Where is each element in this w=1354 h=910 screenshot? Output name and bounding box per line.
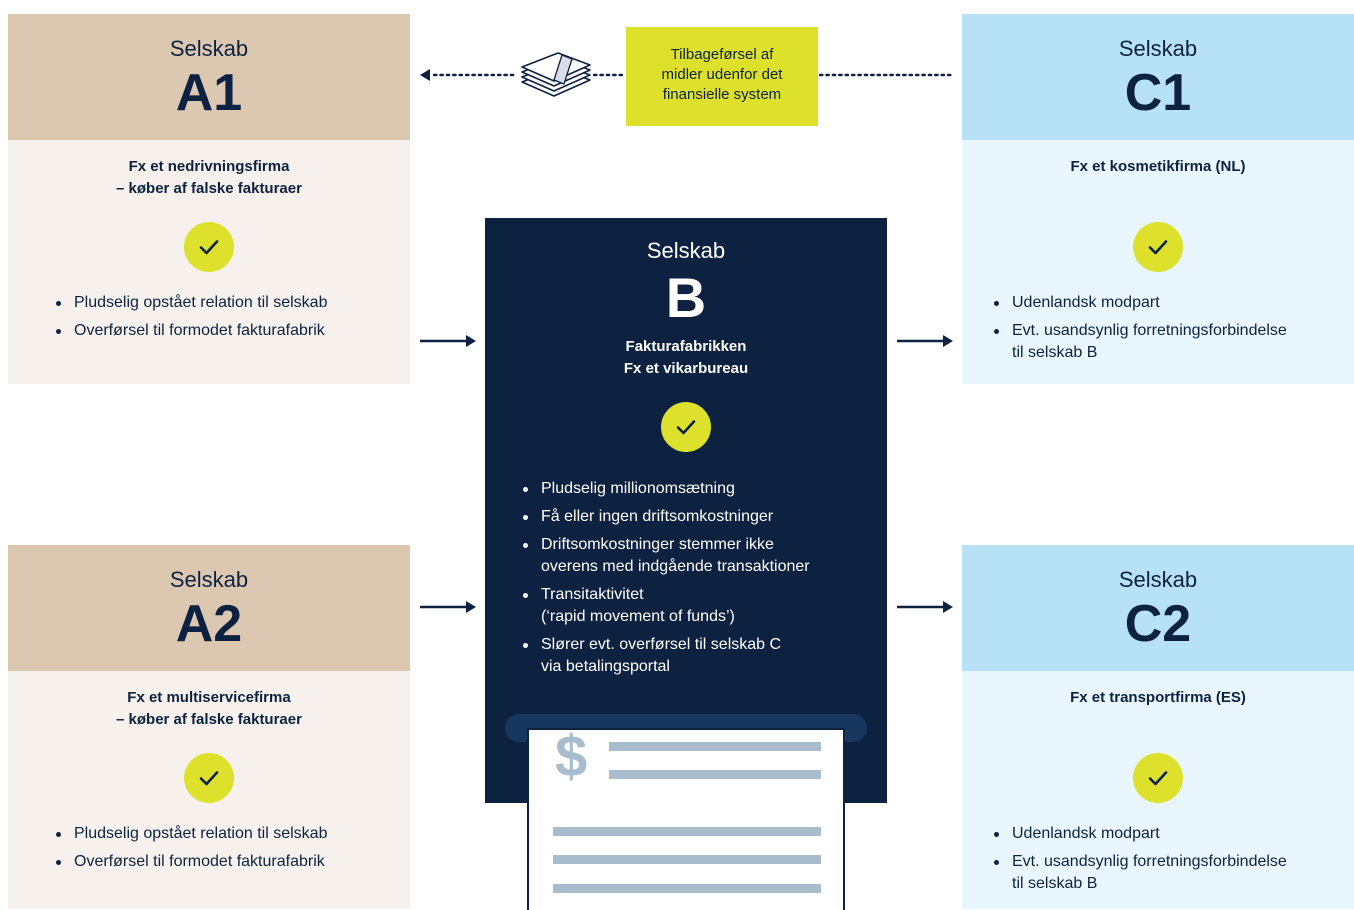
arrow-right-icon (897, 335, 953, 347)
card-selskab-b: Selskab B Fakturafabrikken Fx et vikarbu… (485, 218, 887, 803)
card-subtitle: Fakturafabrikken Fx et vikarbureau (485, 336, 887, 380)
bullet-list: Pludselig opstået relation til selskab O… (8, 823, 410, 873)
bullet-line: til selskab B (1012, 875, 1098, 892)
card-header: Selskab A2 (8, 545, 410, 671)
arrow-right-icon (420, 335, 476, 347)
check-icon (184, 753, 234, 803)
subtitle-line: Fx et vikarbureau (623, 360, 749, 377)
bullet-item: Udenlandsk modpart (992, 292, 1354, 314)
card-code: A1 (175, 64, 243, 122)
bullet-item: Pludselig opstået relation til selskab (54, 823, 410, 845)
bullet-line: Slører evt. overførsel til selskab C (541, 636, 782, 653)
check-icon (661, 402, 711, 452)
invoice-dollar-sign: $ (555, 730, 587, 789)
bullet-line: Transitaktivitet (541, 586, 644, 603)
bullet-item: Få eller ingen driftsomkostninger (521, 506, 887, 528)
card-header: Selskab C1 (962, 14, 1354, 140)
bullet-list: Udenlandsk modpart Evt. usandsynlig forr… (962, 823, 1354, 895)
bullet-item: Overførsel til formodet fakturafabrik (54, 851, 410, 873)
card-subtitle: Fx et transportfirma (ES) (962, 687, 1354, 709)
bullet-line: Udenlandsk modpart (1012, 825, 1160, 842)
bullet-item: Overførsel til formodet fakturafabrik (54, 320, 410, 342)
bullet-item: Pludselig millionomsætning (521, 478, 887, 500)
bullet-line: Få eller ingen driftsomkostninger (541, 508, 774, 525)
check-icon (1133, 222, 1183, 272)
reversal-note: Tilbageførsel af midler udenfor det fina… (626, 27, 818, 126)
card-word: Selskab (1118, 36, 1198, 61)
subtitle-line: Fx et nedrivningsfirma (128, 158, 290, 175)
note-line: finansielle system (662, 86, 782, 103)
subtitle-line: Fakturafabrikken (625, 338, 747, 355)
card-body: Fx et nedrivningsfirma – køber af falske… (8, 140, 410, 384)
arrow-right-icon (420, 601, 476, 613)
card-selskab-c1: Selskab C1 Fx et kosmetikfirma (NL) Uden… (962, 14, 1354, 384)
card-subtitle: Fx et kosmetikfirma (NL) (962, 156, 1354, 178)
dotted-return-arrow (420, 69, 954, 81)
bullet-list: Udenlandsk modpart Evt. usandsynlig forr… (962, 292, 1354, 364)
card-code: C2 (1124, 595, 1192, 653)
bullet-item: Driftsomkostninger stemmer ikke overens m… (521, 534, 887, 578)
subtitle-line: Fx et transportfirma (ES) (1070, 689, 1246, 706)
card-code: C1 (1124, 64, 1192, 122)
card-body: Fx et multiservicefirma – køber af falsk… (8, 671, 410, 909)
bullet-line: overens med indgående transaktioner (541, 558, 810, 575)
bullet-line: via betalingsportal (541, 658, 670, 675)
bullet-item: Udenlandsk modpart (992, 823, 1354, 845)
card-subtitle: Fx et nedrivningsfirma – køber af falske… (8, 156, 410, 200)
bullet-line: Driftsomkostninger stemmer ikke (541, 536, 774, 553)
cash-stack-icon (521, 52, 591, 97)
check-icon (184, 222, 234, 272)
check-icon (1133, 753, 1183, 803)
card-word: Selskab (169, 36, 249, 61)
card-code: B (665, 266, 707, 329)
bullet-line: Evt. usandsynlig forretningsforbindelse (1012, 322, 1287, 339)
card-subtitle: Fx et multiservicefirma – køber af falsk… (8, 687, 410, 731)
bullet-line: Evt. usandsynlig forretningsforbindelse (1012, 853, 1287, 870)
bullet-line: Pludselig millionomsætning (541, 480, 735, 497)
card-word: Selskab (1118, 567, 1198, 592)
subtitle-line: Fx et kosmetikfirma (NL) (1070, 158, 1246, 175)
subtitle-line: – køber af falske fakturaer (116, 180, 302, 197)
card-body: Fx et transportfirma (ES) Udenlandsk mod… (962, 671, 1354, 909)
card-word: Selskab (169, 567, 249, 592)
bullet-item: Slører evt. overførsel til selskab C via … (521, 634, 887, 678)
card-selskab-c2: Selskab C2 Fx et transportfirma (ES) Ude… (962, 545, 1354, 909)
bullet-list: Pludselig opstået relation til selskab O… (8, 292, 410, 342)
card-selskab-a1: Selskab A1 Fx et nedrivningsfirma – købe… (8, 14, 410, 384)
bullet-item: Pludselig opstået relation til selskab (54, 292, 410, 314)
card-word: Selskab (646, 238, 726, 263)
card-header: Selskab C2 (962, 545, 1354, 671)
card-body: Fx et kosmetikfirma (NL) Udenlandsk modp… (962, 140, 1354, 384)
card-selskab-a2: Selskab A2 Fx et multiservicefirma – køb… (8, 545, 410, 909)
bullet-item: Evt. usandsynlig forretningsforbindelse t… (992, 851, 1354, 895)
bullet-item: Evt. usandsynlig forretningsforbindelse t… (992, 320, 1354, 364)
bullet-list: Pludselig millionomsætning Få eller inge… (485, 478, 887, 678)
card-header: Selskab A1 (8, 14, 410, 140)
note-line: Tilbageførsel af (670, 46, 774, 63)
arrow-right-icon (897, 601, 953, 613)
note-line: midler udenfor det (661, 66, 783, 83)
bullet-line: (‘rapid movement of funds’) (541, 608, 735, 625)
card-code: A2 (175, 595, 243, 653)
subtitle-line: – køber af falske fakturaer (116, 711, 302, 728)
bullet-line: til selskab B (1012, 344, 1098, 361)
invoice-dollar-icon: $ (527, 724, 845, 910)
bullet-line: Udenlandsk modpart (1012, 294, 1160, 311)
subtitle-line: Fx et multiservicefirma (127, 689, 291, 706)
bullet-item: Transitaktivitet (‘rapid movement of fund… (521, 584, 887, 628)
